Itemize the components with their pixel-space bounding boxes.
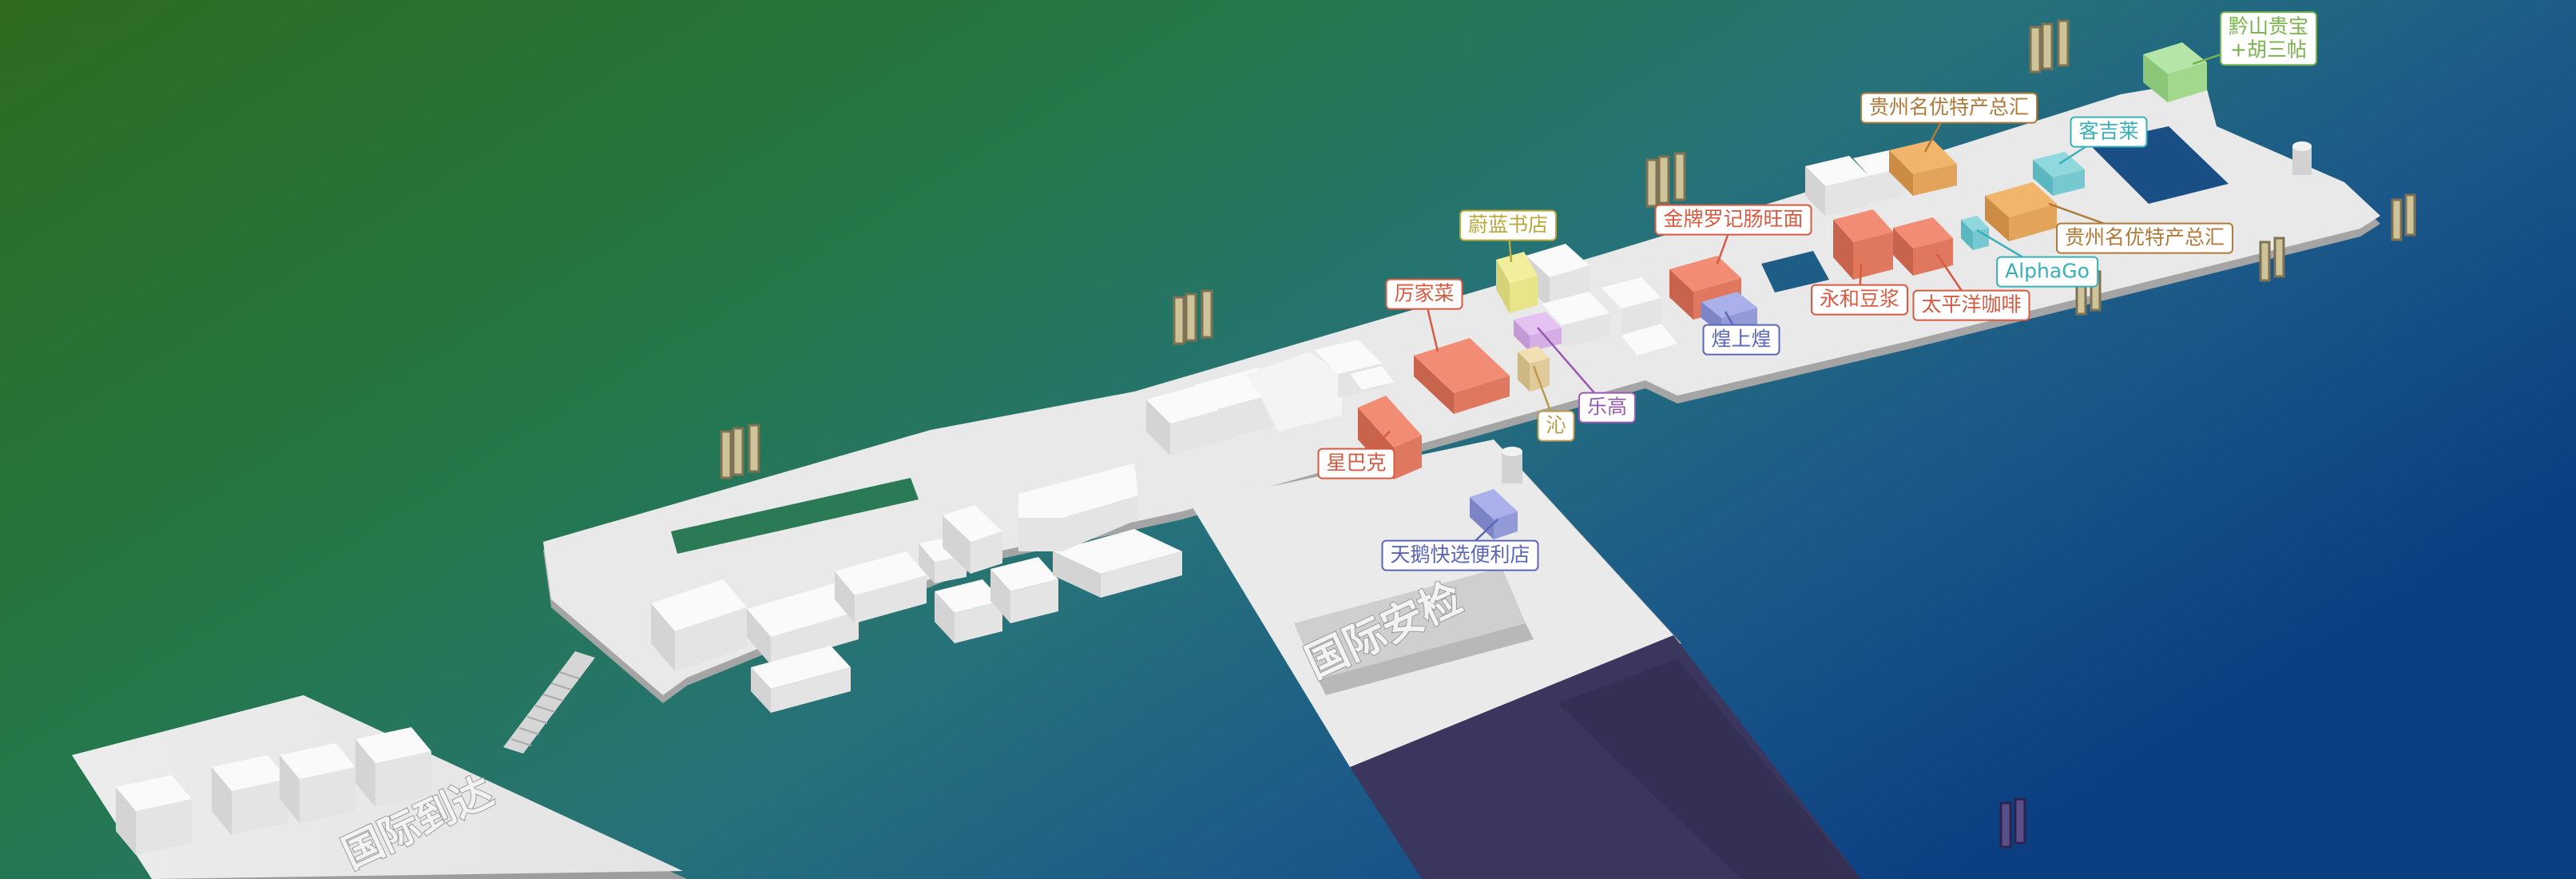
poi-block-tiane[interactable] [1470, 489, 1518, 539]
poi-label-text: 金牌罗记肠旺面 [1663, 207, 1804, 231]
poi-label-text: 天鹅快选便利店 [1390, 543, 1530, 567]
poi-label-text: 太平洋咖啡 [1921, 292, 2022, 316]
poi-label-text: 厉家菜 [1394, 281, 1455, 305]
poi-label-lego[interactable]: 乐高 [1578, 392, 1637, 424]
floor-opening [671, 478, 919, 554]
poi-label-tiane[interactable]: 天鹅快选便利店 [1381, 539, 1539, 571]
security-hall-block [1294, 567, 1534, 695]
poi-block-guizhou-2[interactable] [1985, 182, 2057, 241]
pillar [1502, 447, 1522, 483]
boarding-gate [1999, 797, 2026, 849]
poi-label-taipingyang[interactable]: 太平洋咖啡 [1912, 289, 2030, 321]
poi-label-text: AlphaGo [2005, 259, 2090, 283]
poi-label-kejicai[interactable]: 客吉莱 [2070, 116, 2148, 148]
boarding-gate [720, 424, 760, 479]
poi-label-weilan[interactable]: 蔚蓝书店 [1459, 209, 1558, 241]
poi-label-yonghe[interactable]: 永和豆浆 [1810, 284, 1909, 316]
poi-label-text: +胡三帖 [2230, 38, 2307, 61]
poi-label-jinpai[interactable]: 金牌罗记肠旺面 [1654, 204, 1812, 236]
poi-label-qin[interactable]: 沁 [1537, 410, 1575, 442]
poi-block-fangjiacai[interactable] [1414, 338, 1510, 414]
poi-label-text: 黔山贵宝 [2228, 14, 2309, 38]
poi-label-text: 蔚蓝书店 [1467, 213, 1549, 237]
poi-block-guizhou-1[interactable] [1889, 140, 1957, 196]
poi-label-qianshan[interactable]: 黔山贵宝+胡三帖 [2219, 11, 2318, 66]
poi-label-text: 星巴克 [1326, 451, 1387, 475]
poi-label-guizhou-1[interactable]: 贵州名优特产总汇 [1860, 92, 2038, 124]
poi-block-yonghe[interactable] [1833, 209, 1893, 280]
poi-label-text: 贵州名优特产总汇 [2064, 225, 2225, 249]
poi-label-fangjiacai[interactable]: 厉家菜 [1385, 278, 1463, 310]
poi-block-qianshan[interactable] [2143, 42, 2207, 102]
poi-block-taipingyang[interactable] [1893, 217, 1953, 276]
poi-label-text: 客吉莱 [2078, 119, 2139, 143]
poi-label-text: 乐高 [1586, 395, 1628, 419]
boarding-gate [2259, 237, 2285, 282]
boarding-gate [2391, 193, 2416, 241]
poi-block-alphago[interactable] [1961, 216, 1989, 250]
poi-label-alphago[interactable]: AlphaGo [1996, 256, 2098, 288]
poi-block-weilan[interactable] [1496, 252, 1538, 313]
poi-label-text: 永和豆浆 [1819, 287, 1900, 311]
poi-label-text: 煌上煌 [1711, 327, 1772, 351]
building-blocks [116, 150, 2053, 855]
poi-block-kejicai[interactable] [2033, 152, 2085, 196]
boarding-gate [1645, 152, 1686, 208]
poi-label-starbucks[interactable]: 星巴克 [1317, 447, 1395, 479]
poi-label-guizhou-2[interactable]: 贵州名优特产总汇 [2055, 222, 2234, 254]
pillar [2292, 141, 2312, 175]
poi-label-text: 贵州名优特产总汇 [1868, 95, 2030, 119]
staircase [503, 651, 595, 754]
boarding-gate [2029, 19, 2070, 74]
poi-label-text: 沁 [1546, 413, 1566, 437]
poi-label-huangshanghuang[interactable]: 煌上煌 [1702, 324, 1780, 356]
boarding-gate [1173, 289, 1213, 345]
floor-opening [1761, 251, 1829, 292]
